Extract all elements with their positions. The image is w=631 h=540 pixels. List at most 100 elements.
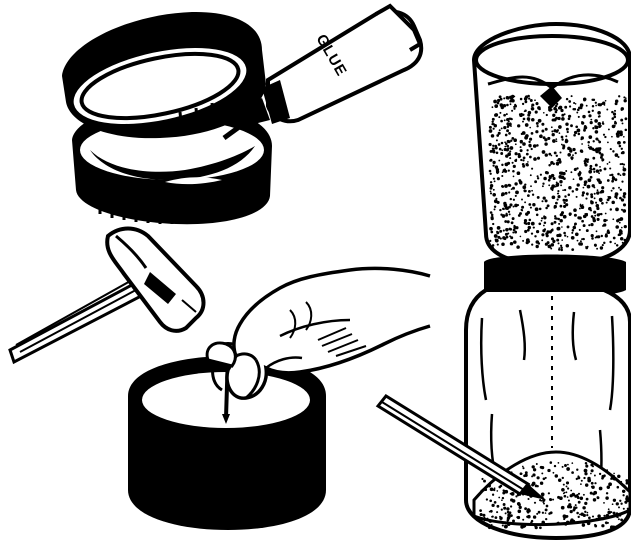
sand-grain <box>594 119 598 123</box>
sand-grain <box>560 109 563 112</box>
sand-grain <box>607 179 610 182</box>
sand-grain <box>588 114 591 117</box>
sand-grain <box>582 115 585 118</box>
sand-grain <box>590 119 592 121</box>
sand-grain <box>509 157 511 159</box>
sand-grain <box>537 177 539 179</box>
sand-grain <box>531 243 533 245</box>
sand-grain <box>592 110 594 112</box>
sand-grain <box>584 511 586 513</box>
sand-grain <box>496 231 499 234</box>
sand-grain <box>494 487 496 489</box>
sand-grain <box>607 142 609 144</box>
sand-grain <box>608 482 612 486</box>
sand-grain <box>548 184 550 186</box>
sand-grain <box>612 503 614 505</box>
sand-grain <box>555 186 557 188</box>
sand-grain <box>528 141 530 143</box>
sand-grain <box>529 138 532 141</box>
sand-grain <box>532 194 534 196</box>
sand-grain <box>485 488 488 491</box>
sand-grain <box>551 130 553 132</box>
sand-grain <box>492 193 496 197</box>
sand-grain <box>603 223 606 226</box>
sand-grain <box>584 472 587 475</box>
sand-grain <box>541 200 543 202</box>
sand-grain <box>527 515 531 519</box>
sand-grain <box>541 233 544 236</box>
sand-grain <box>505 192 508 195</box>
sand-grain <box>557 193 559 195</box>
sand-grain <box>515 195 517 197</box>
sand-grain <box>596 169 600 173</box>
sand-grain <box>594 215 596 217</box>
sand-grain <box>575 188 578 191</box>
sand-grain <box>504 170 507 173</box>
sand-grain <box>623 136 625 138</box>
sand-grain <box>594 475 596 477</box>
sand-grain <box>620 119 623 122</box>
sand-grain <box>521 209 523 211</box>
sand-grain <box>499 520 502 523</box>
sand-grain <box>495 147 498 150</box>
sand-grain <box>505 228 508 231</box>
sand-grain <box>584 162 587 165</box>
sand-grain <box>519 506 522 509</box>
sand-grain <box>591 234 594 237</box>
sand-grain <box>574 214 577 217</box>
sand-grain <box>604 104 606 106</box>
sand-grain <box>511 110 513 112</box>
sand-grain <box>517 171 521 175</box>
sand-grain <box>489 159 491 161</box>
sand-grain <box>528 226 531 229</box>
sand-grain <box>625 129 628 132</box>
sand-grain <box>589 165 592 168</box>
sand-grain <box>617 141 620 144</box>
sand-grain <box>623 484 625 486</box>
sand-grain <box>543 196 546 199</box>
sand-grain <box>552 114 555 117</box>
sand-grain <box>491 524 493 526</box>
sand-grain <box>517 124 520 127</box>
sand-grain <box>574 168 577 171</box>
sand-grain <box>507 522 510 525</box>
sand-grain <box>508 184 511 187</box>
sand-grain <box>522 240 524 242</box>
sand-grain <box>561 226 563 228</box>
sand-grain <box>571 232 573 234</box>
sand-grain <box>499 517 502 520</box>
sand-grain <box>489 143 492 146</box>
sand-grain <box>489 245 492 248</box>
sand-grain <box>522 467 524 469</box>
sand-grain <box>587 185 591 189</box>
sand-grain <box>504 141 506 143</box>
sand-grain <box>557 227 561 231</box>
sand-grain <box>507 517 510 520</box>
sand-grain <box>505 525 508 528</box>
sand-grain <box>554 465 556 467</box>
sand-grain <box>619 133 623 137</box>
sand-grain <box>488 519 491 522</box>
sand-grain <box>545 199 548 202</box>
sand-grain <box>509 235 511 237</box>
sand-grain <box>503 503 506 506</box>
sand-grain <box>493 178 495 180</box>
sand-grain <box>584 183 587 186</box>
sand-grain <box>524 190 526 192</box>
sand-grain <box>625 117 628 120</box>
sand-grain <box>579 208 581 210</box>
sand-grain <box>586 498 589 501</box>
sand-grain <box>603 515 605 517</box>
sand-grain <box>515 159 517 161</box>
sand-grain <box>591 148 594 151</box>
sand-grain <box>603 502 605 504</box>
sand-grain <box>527 161 529 163</box>
sand-grain <box>593 171 595 173</box>
sand-grain <box>538 222 541 225</box>
sand-grain <box>568 117 571 120</box>
sand-grain <box>544 142 547 145</box>
sand-grain <box>575 232 579 236</box>
sand-grain <box>529 156 532 159</box>
sand-grain <box>610 208 612 210</box>
sand-grain <box>502 497 504 499</box>
